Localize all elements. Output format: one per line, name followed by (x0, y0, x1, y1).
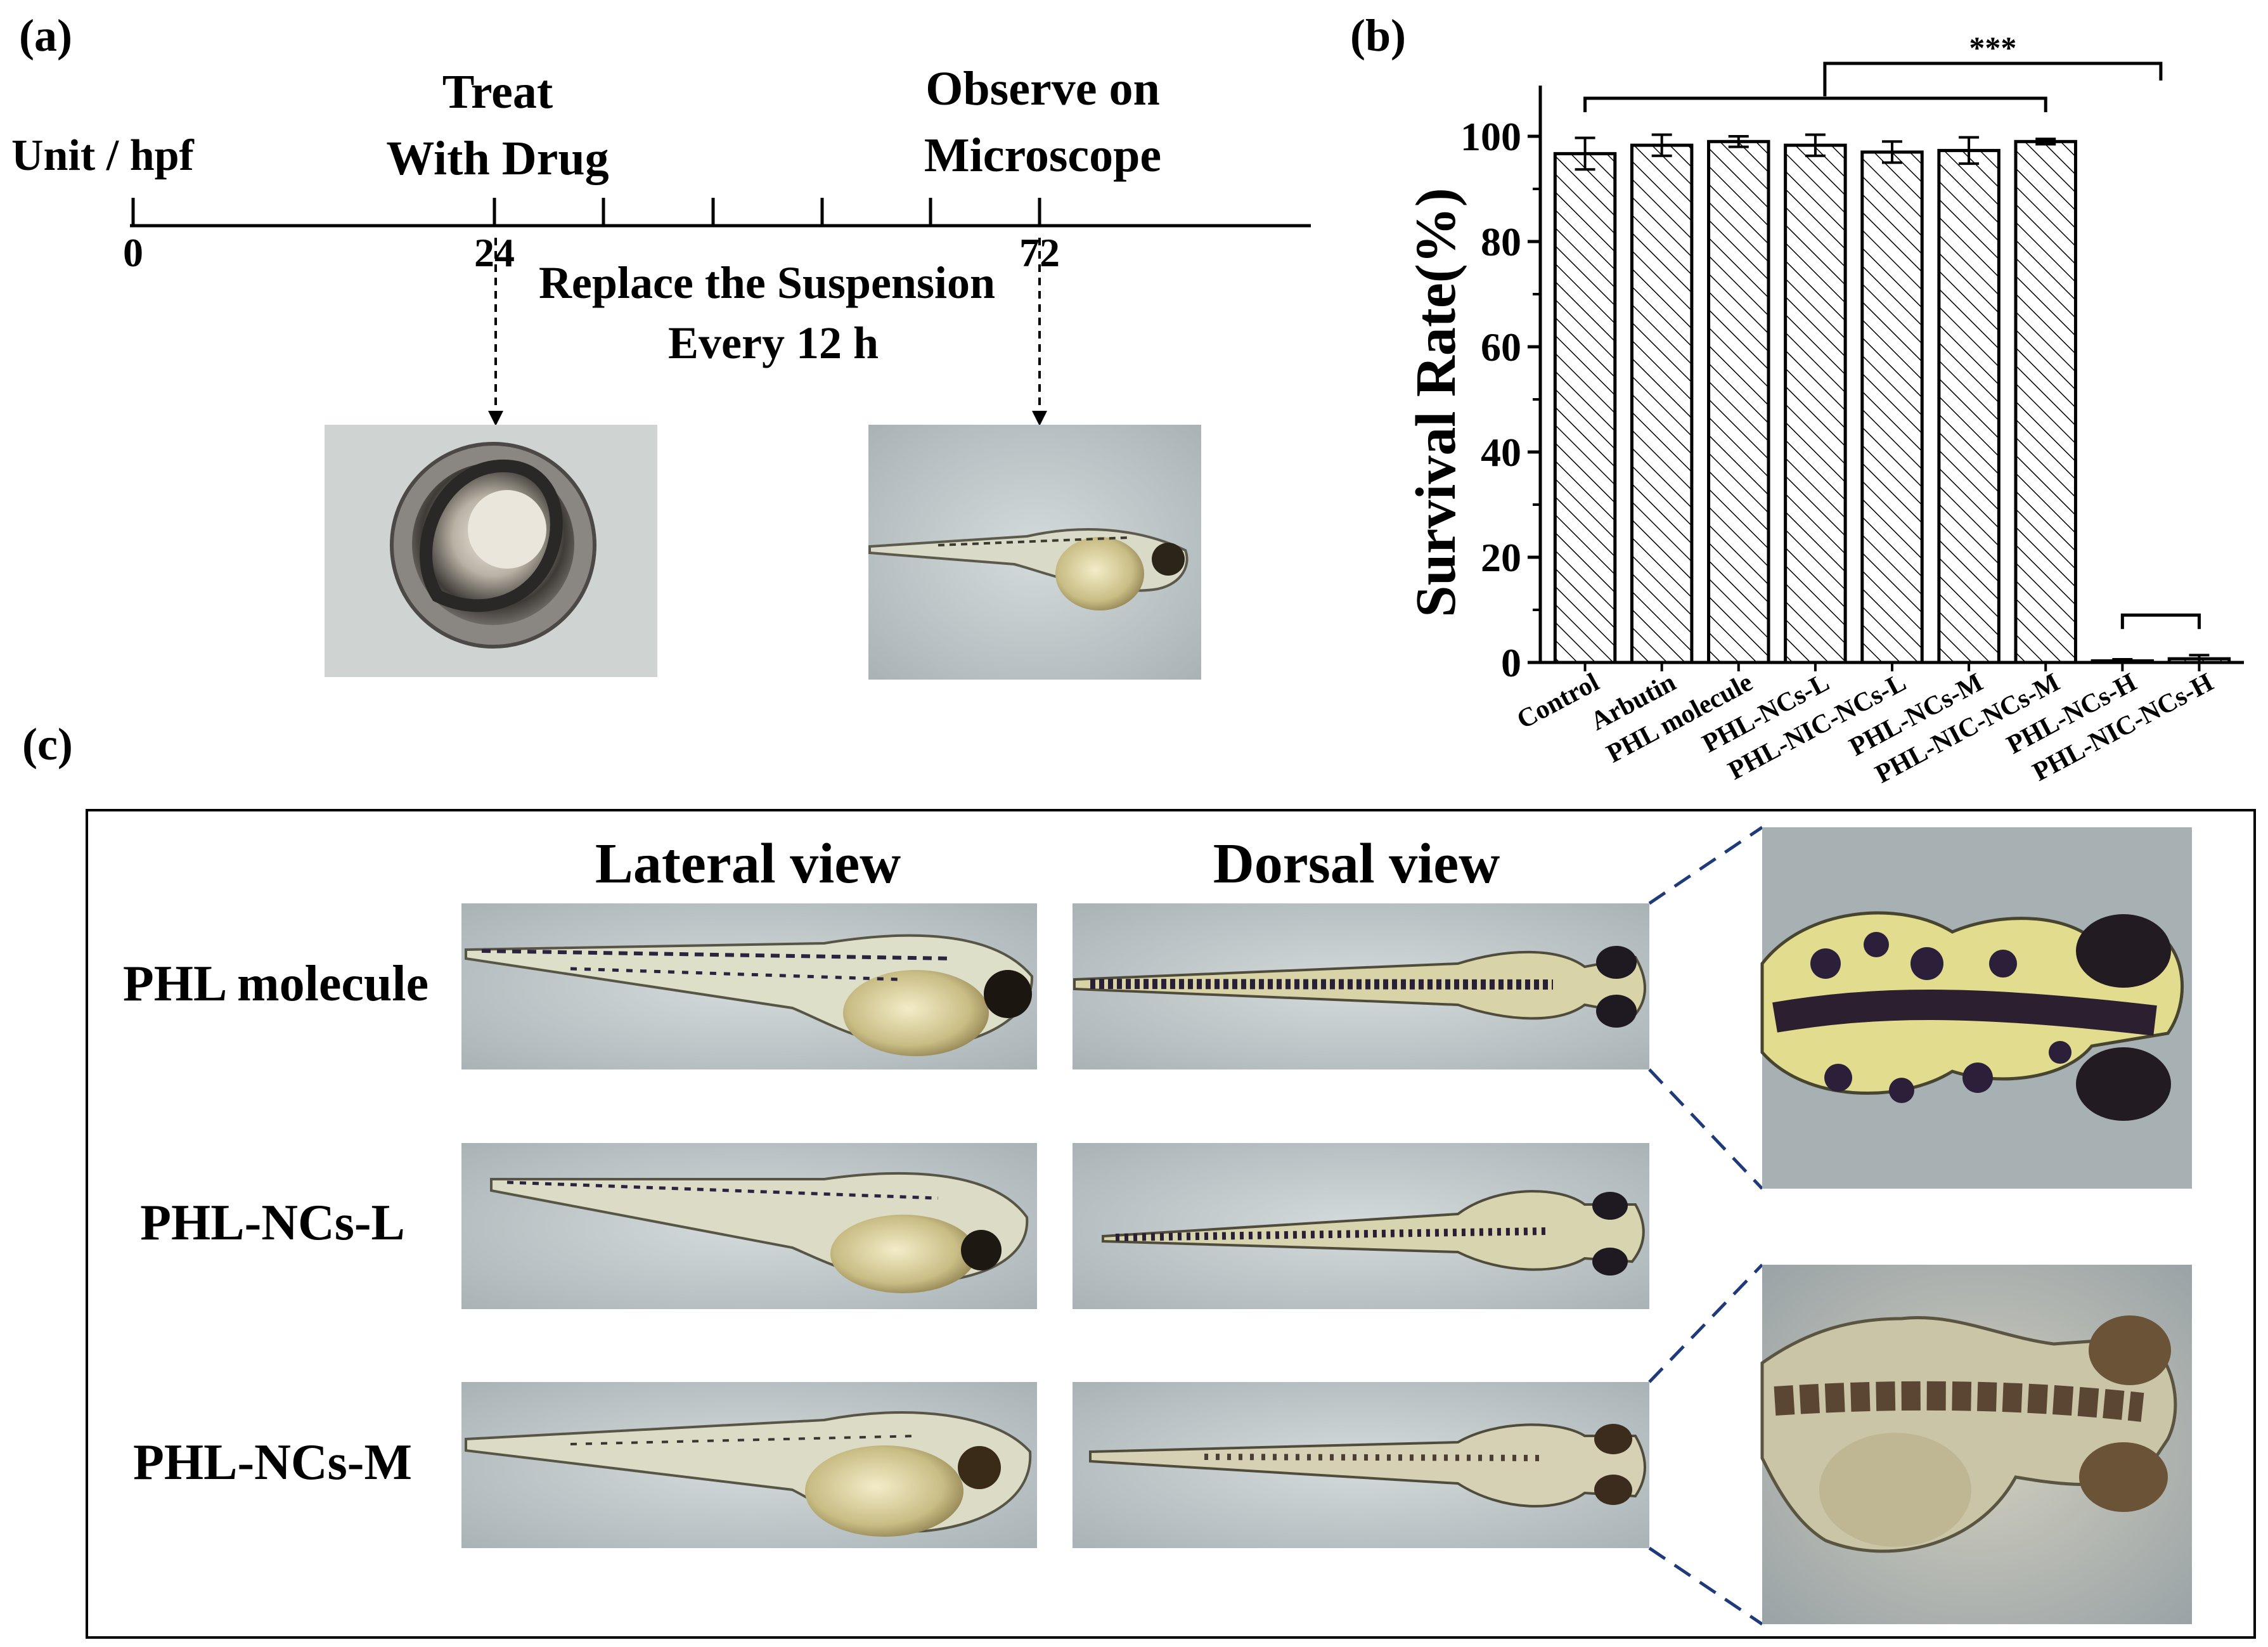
bracket-high-group (2120, 613, 2201, 630)
zoom-photo-phl-molecule (1760, 827, 2192, 1189)
bar (1630, 143, 1694, 664)
lateral-photo-phl-ncs-m (461, 1382, 1037, 1548)
timeline-unit-label: Unit / hpf (11, 131, 195, 180)
bar (1937, 148, 2001, 664)
larva-photo-72hpf (868, 425, 1201, 680)
y-tick-label: 40 (1481, 430, 1521, 475)
dorsal-photo-phl-ncs-l (1073, 1143, 1649, 1309)
y-tick-label: 100 (1460, 114, 1521, 159)
bar (2014, 139, 2077, 664)
panel-a: (a) Unit / hpf Treat With Drug Observe o… (11, 10, 1311, 680)
replace-label-line1: Replace the Suspension (539, 257, 995, 308)
bar (1860, 150, 1924, 664)
significance-stars: *** (1969, 30, 2016, 65)
row-label-phl-ncs-l: PHL-NCs-L (140, 1195, 405, 1251)
y-tick-label: 80 (1481, 219, 1521, 264)
bar (1553, 152, 1617, 664)
row-label-phl-molecule: PHL molecule (123, 956, 428, 1012)
bracket-normal-group (1583, 96, 2047, 112)
dorsal-photo-phl-ncs-m (1073, 1382, 1649, 1548)
panel-a-label: (a) (19, 10, 72, 61)
y-tick-label: 20 (1481, 535, 1521, 580)
lateral-photo-phl-ncs-l (461, 1143, 1037, 1309)
bar (1784, 143, 1847, 664)
treat-label-line1: Treat (442, 65, 553, 119)
dorsal-photo-phl-molecule (1073, 903, 1649, 1069)
bar (1707, 139, 1770, 664)
row-label-phl-ncs-m: PHL-NCs-M (133, 1435, 412, 1490)
treat-label-line2: With Drug (386, 132, 609, 185)
y-tick-label: 0 (1501, 640, 1521, 685)
arrow-24hpf (488, 238, 503, 426)
panel-c: (c) Lateral view Dorsal view PHL molecul… (22, 719, 2256, 1639)
embryo-photo-24hpf (325, 425, 657, 677)
zoom-connector-bottom (1648, 1263, 1763, 1626)
panel-c-label: (c) (22, 719, 73, 770)
y-axis-title: Survival Rate(%) (1405, 188, 1467, 617)
observe-label-line1: Observe on (925, 62, 1159, 115)
lateral-photo-phl-molecule (461, 903, 1037, 1069)
panel-c-frame (86, 809, 2256, 1639)
zoom-connector-top (1648, 825, 1763, 1190)
column-header-lateral: Lateral view (595, 832, 901, 895)
panel-b-label: (b) (1350, 10, 1406, 61)
bracket-significance (1823, 61, 2163, 96)
observe-label-line2: Microscope (924, 129, 1161, 182)
replace-label-line2: Every 12 h (668, 318, 879, 368)
tick-label-0: 0 (123, 230, 143, 275)
x-tick-label: Control (1512, 668, 1604, 735)
arrow-72hpf (1032, 238, 1047, 426)
timeline-axis (130, 198, 1311, 228)
y-tick-label: 60 (1481, 325, 1521, 370)
zoom-photo-phl-ncs-m (1760, 1265, 2192, 1624)
column-header-dorsal: Dorsal view (1213, 832, 1500, 895)
